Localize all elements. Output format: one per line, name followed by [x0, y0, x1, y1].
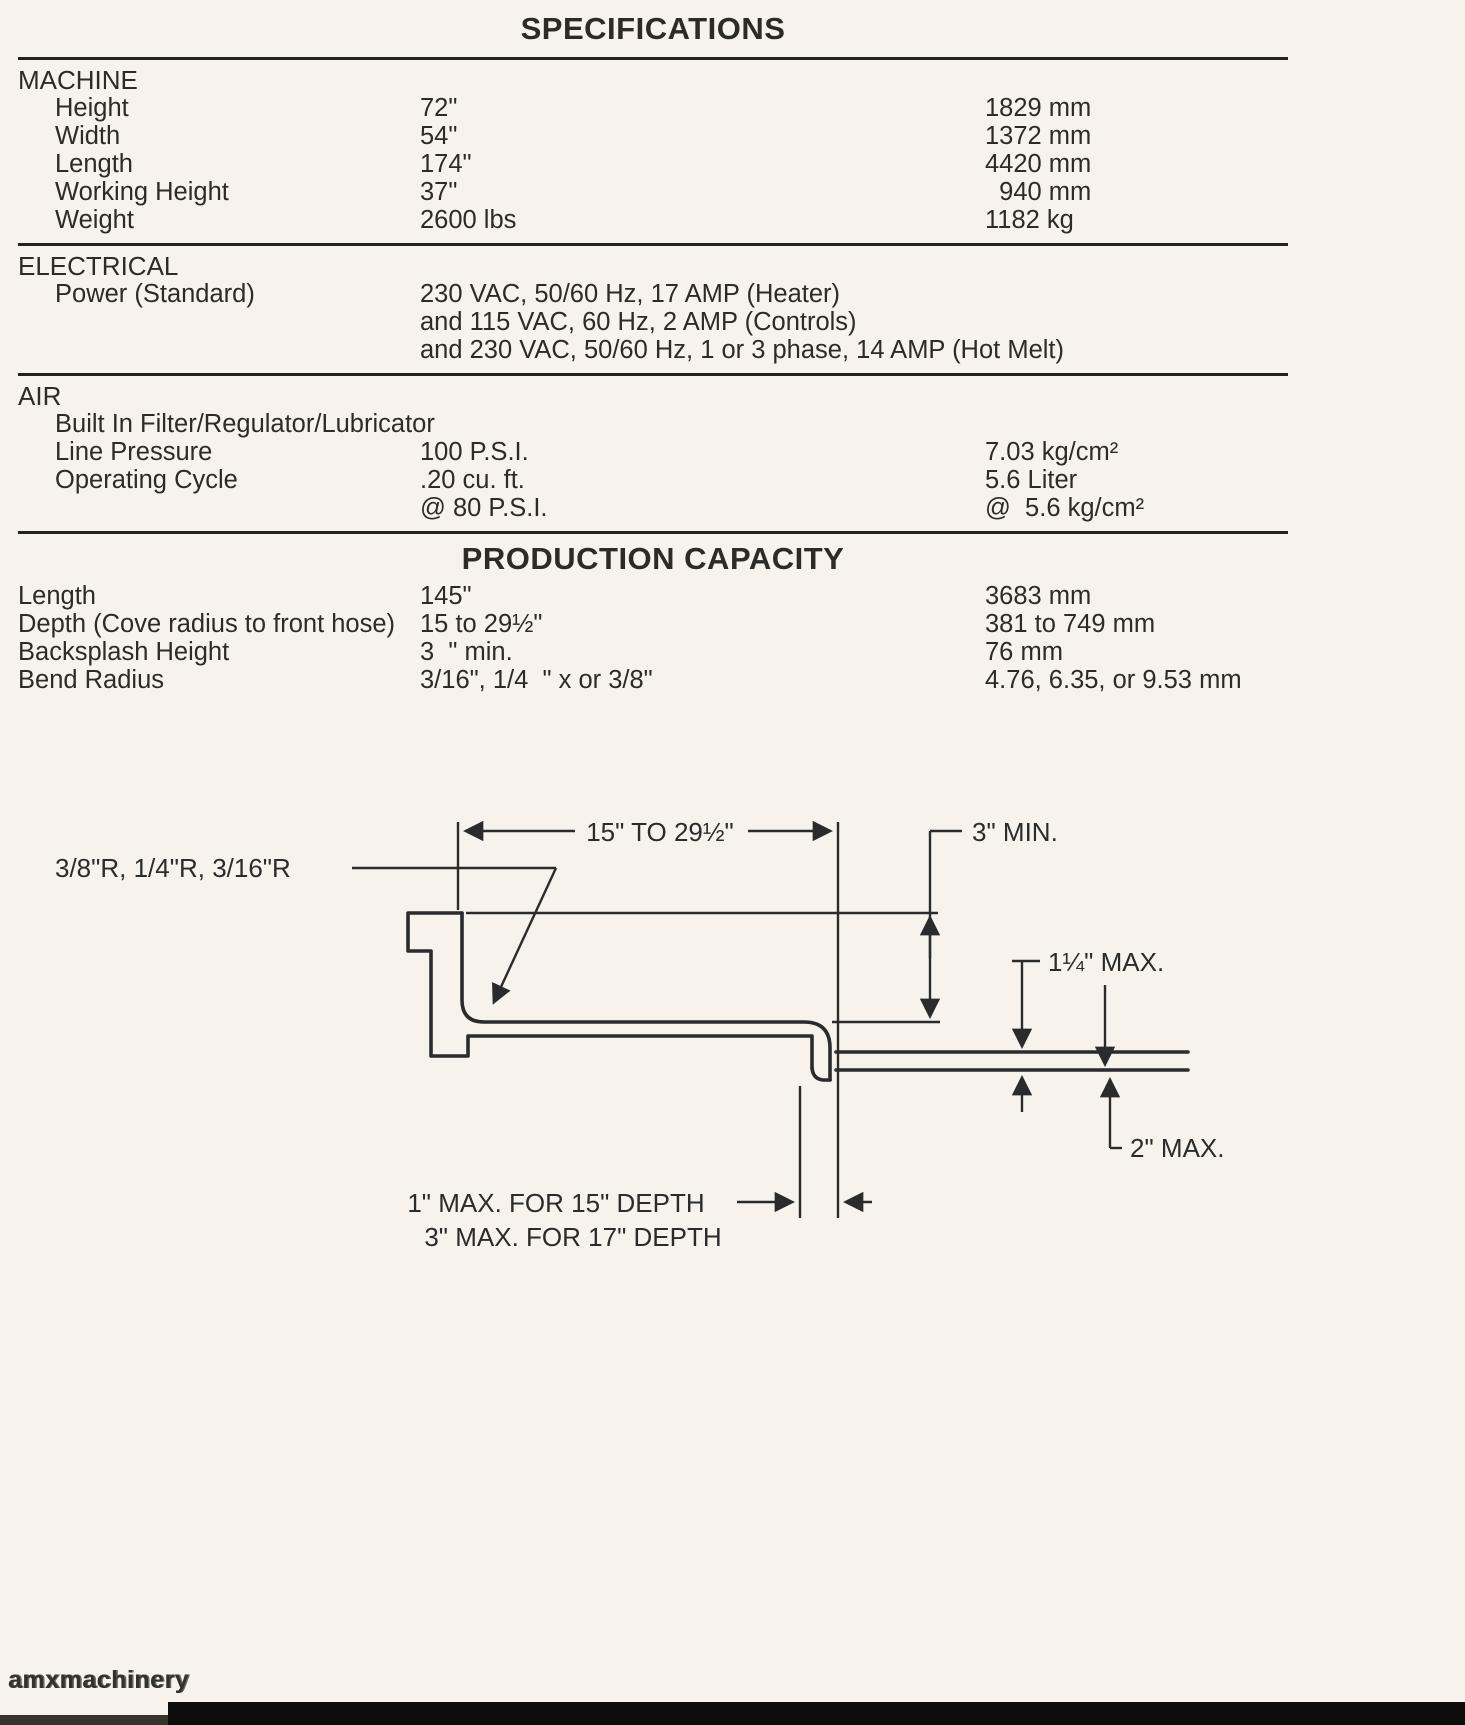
spec-metric: 76 mm — [985, 638, 1063, 666]
max-lip-dimension: 1¼" MAX. — [1011, 947, 1164, 1068]
spec-metric: 381 to 749 mm — [985, 610, 1156, 638]
spec-row: @ 80 P.S.I. @ 5.6 kg/cm² — [18, 494, 1288, 522]
spec-imperial: 2600 lbs — [420, 206, 517, 234]
dim-label-radii: 3/8"R, 1/4"R, 3/16"R — [55, 853, 291, 883]
spec-label: Operating Cycle — [55, 466, 238, 494]
spec-label — [18, 308, 420, 336]
spec-row: Operating Cycle .20 cu. ft. 5.6 Liter — [18, 466, 1288, 494]
section-heading-production-capacity: PRODUCTION CAPACITY — [461, 541, 845, 576]
spec-imperial: 3/16", 1/4 " x or 3/8" — [420, 666, 653, 694]
scan-edge-bar — [168, 1702, 1465, 1725]
spec-subheading: Built In Filter/Regulator/Lubricator — [55, 410, 435, 438]
spec-value: and 230 VAC, 50/60 Hz, 1 or 3 phase, 14 … — [420, 336, 1064, 364]
spec-imperial: 37" — [420, 178, 458, 206]
spec-imperial: 145" — [420, 582, 472, 610]
spec-metric: 1829 mm — [985, 94, 1092, 122]
bend-radius-callout: 3/8"R, 1/4"R, 3/16"R — [55, 853, 558, 1005]
spec-label: Length — [18, 582, 96, 610]
spec-label: Depth (Cove radius to front hose) — [18, 610, 396, 638]
dim-label-depth-note-2: 3" MAX. FOR 17" DEPTH — [424, 1222, 721, 1252]
spec-row: Height 72" 1829 mm — [18, 94, 1288, 122]
spec-label — [18, 336, 420, 364]
spec-imperial: 15 to 29½" — [420, 610, 543, 638]
spec-metric: 7.03 kg/cm² — [985, 438, 1119, 466]
spec-label: Length — [55, 150, 133, 178]
spec-label: Weight — [55, 206, 134, 234]
spec-row: Line Pressure 100 P.S.I. 7.03 kg/cm² — [18, 438, 1288, 466]
spec-row: Depth (Cove radius to front hose) 15 to … — [18, 610, 1288, 638]
spec-metric: 3683 mm — [985, 582, 1092, 610]
dim-label-depth-note-1: 1" MAX. FOR 15" DEPTH — [407, 1188, 704, 1218]
dimension-extension-lines — [456, 822, 940, 1218]
spec-row: Built In Filter/Regulator/Lubricator — [18, 410, 1288, 438]
spec-row: Width 54" 1372 mm — [18, 122, 1288, 150]
spec-row: Backsplash Height 3 " min. 76 mm — [18, 638, 1288, 666]
spec-imperial: .20 cu. ft. — [420, 466, 525, 494]
spec-label: Width — [55, 122, 121, 150]
spec-row: Bend Radius 3/16", 1/4 " x or 3/8" 4.76,… — [18, 666, 1288, 694]
spec-content: SPECIFICATIONS MACHINE Height 72" 1829 m… — [18, 0, 1288, 694]
spec-metric: 1182 kg — [985, 206, 1074, 234]
spec-metric: 4420 mm — [985, 150, 1092, 178]
countertop-profile — [406, 911, 1190, 1082]
section-heading-electrical: ELECTRICAL — [18, 251, 179, 281]
spec-label: Bend Radius — [18, 666, 165, 694]
spec-metric: 4.76, 6.35, or 9.53 mm — [985, 666, 1242, 694]
spec-row: Length 174" 4420 mm — [18, 150, 1288, 178]
scan-edge-artifact — [0, 1715, 168, 1725]
spec-row: Working Height 37" 940 mm — [18, 178, 1288, 206]
divider — [18, 373, 1288, 376]
profile-front-hook — [810, 1066, 832, 1082]
spec-row: Power (Standard) 230 VAC, 50/60 Hz, 17 A… — [18, 280, 1288, 308]
spec-imperial: @ 80 P.S.I. — [420, 494, 548, 522]
spec-row: Length 145" 3683 mm — [18, 582, 1288, 610]
spec-value: and 115 VAC, 60 Hz, 2 AMP (Controls) — [420, 308, 857, 336]
spec-imperial: 174" — [420, 150, 472, 178]
dim-label-max-drop: 2" MAX. — [1130, 1133, 1224, 1163]
spec-label: Power (Standard) — [55, 280, 255, 308]
spec-label: Working Height — [55, 178, 229, 206]
spec-imperial: 72" — [420, 94, 458, 122]
spec-label: Height — [55, 94, 129, 122]
spec-metric: 5.6 Liter — [985, 466, 1078, 494]
spec-row: and 115 VAC, 60 Hz, 2 AMP (Controls) — [18, 308, 1288, 336]
width-dimension: 15" TO 29½" — [462, 817, 834, 847]
section-heading-air: AIR — [18, 381, 62, 411]
spec-value: 230 VAC, 50/60 Hz, 17 AMP (Heater) — [420, 280, 841, 308]
dim-label-width-range: 15" TO 29½" — [586, 817, 734, 847]
depth-notes: 1" MAX. FOR 15" DEPTH 3" MAX. FOR 17" DE… — [407, 1188, 872, 1252]
spec-label: Backsplash Height — [18, 638, 230, 666]
spec-imperial: 3 " min. — [420, 638, 513, 666]
divider — [18, 243, 1288, 246]
spec-imperial: 100 P.S.I. — [420, 438, 529, 466]
spec-row: Weight 2600 lbs 1182 kg — [18, 206, 1288, 234]
spec-label — [18, 494, 420, 522]
backsplash-height-dimension: 3" MIN. — [919, 817, 1058, 1020]
divider — [18, 531, 1288, 534]
watermark: amxmachinery — [8, 1666, 190, 1694]
profile-outer-contour — [406, 911, 814, 1070]
spec-label: Line Pressure — [55, 438, 213, 466]
spec-imperial: 54" — [420, 122, 458, 150]
section-heading-machine: MACHINE — [18, 65, 138, 95]
spec-row: and 230 VAC, 50/60 Hz, 1 or 3 phase, 14 … — [18, 336, 1288, 364]
divider — [18, 57, 1288, 60]
spec-metric: 940 mm — [985, 178, 1092, 206]
spec-metric: 1372 mm — [985, 122, 1092, 150]
countertop-cross-section-diagram: 15" TO 29½" 3" MIN. 3/8"R, 1/4"R, 3/16"R — [55, 817, 1224, 1252]
dim-label-min-backsplash: 3" MIN. — [972, 817, 1058, 847]
page-title: SPECIFICATIONS — [520, 11, 786, 46]
dim-label-max-lip: 1¼" MAX. — [1048, 947, 1164, 977]
max-drop-dimension: 2" MAX. — [1011, 1074, 1224, 1163]
profile-inner-surface — [460, 911, 832, 1082]
spec-metric: @ 5.6 kg/cm² — [985, 494, 1145, 522]
